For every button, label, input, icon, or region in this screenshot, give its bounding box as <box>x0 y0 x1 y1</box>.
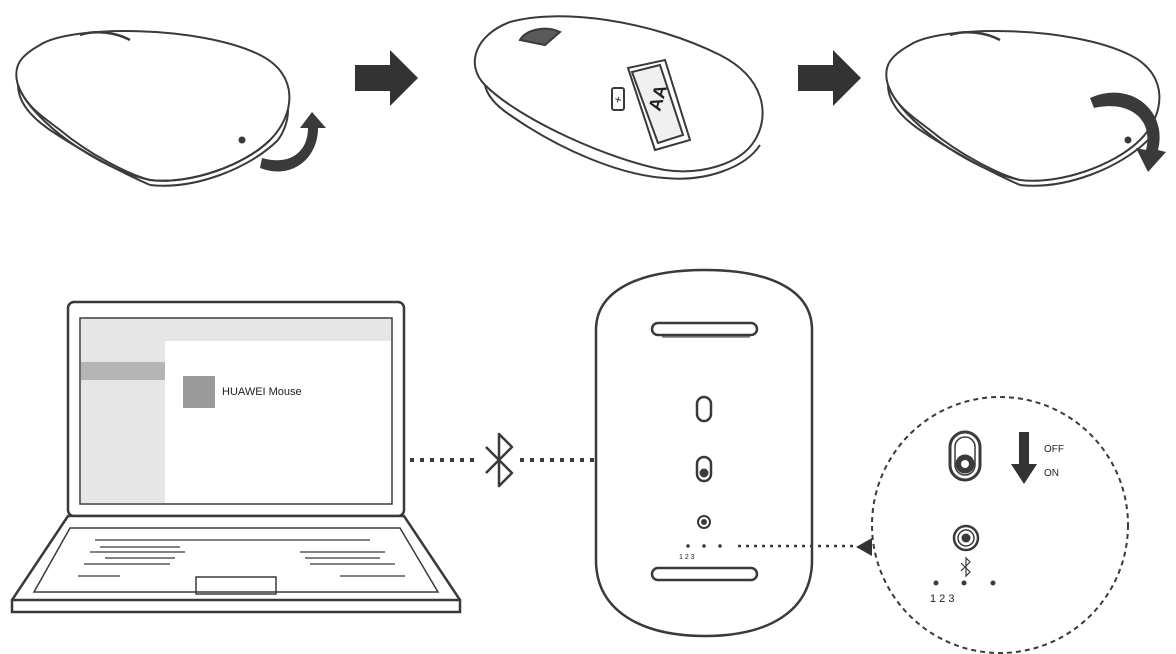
step3-mouse-closed <box>885 30 1161 187</box>
battery-polarity: + <box>610 94 625 105</box>
device-name-label: HUAWEI Mouse <box>222 386 302 398</box>
right-arrow-icon <box>355 50 418 106</box>
top-skate <box>650 321 759 337</box>
bluetooth-icon <box>485 432 514 488</box>
right-arrow-icon <box>798 50 861 106</box>
pair-button-small <box>697 515 711 529</box>
power-switch-small <box>695 455 713 483</box>
switch-on-label: ON <box>1044 468 1059 479</box>
keyboard <box>78 539 405 577</box>
bluetooth-icon <box>960 556 971 578</box>
screen-sidebar-selected-item <box>81 362 165 380</box>
screen-title-bar <box>81 319 391 341</box>
channel-numbers-small: 1 2 3 <box>679 554 695 561</box>
step2-mouse-open <box>473 15 764 180</box>
step1-mouse-closed <box>15 30 291 187</box>
laptop <box>10 300 462 614</box>
rotate-arrow-icon <box>260 112 326 172</box>
optical-sensor <box>695 395 713 423</box>
zoom-pointer-icon <box>856 538 872 556</box>
device-icon <box>183 376 215 408</box>
mouse-bottom-view <box>594 268 814 638</box>
channel-numbers-zoom: 1 2 3 <box>930 593 954 605</box>
switch-off-label: OFF <box>1044 444 1064 455</box>
zoom-power-switch <box>948 430 982 482</box>
zoom-circle <box>871 396 1129 654</box>
bottom-skate <box>650 566 759 582</box>
zoom-pair-button <box>952 524 980 552</box>
rotate-arrow-icon <box>1090 92 1166 172</box>
down-arrow-icon <box>1011 432 1037 484</box>
